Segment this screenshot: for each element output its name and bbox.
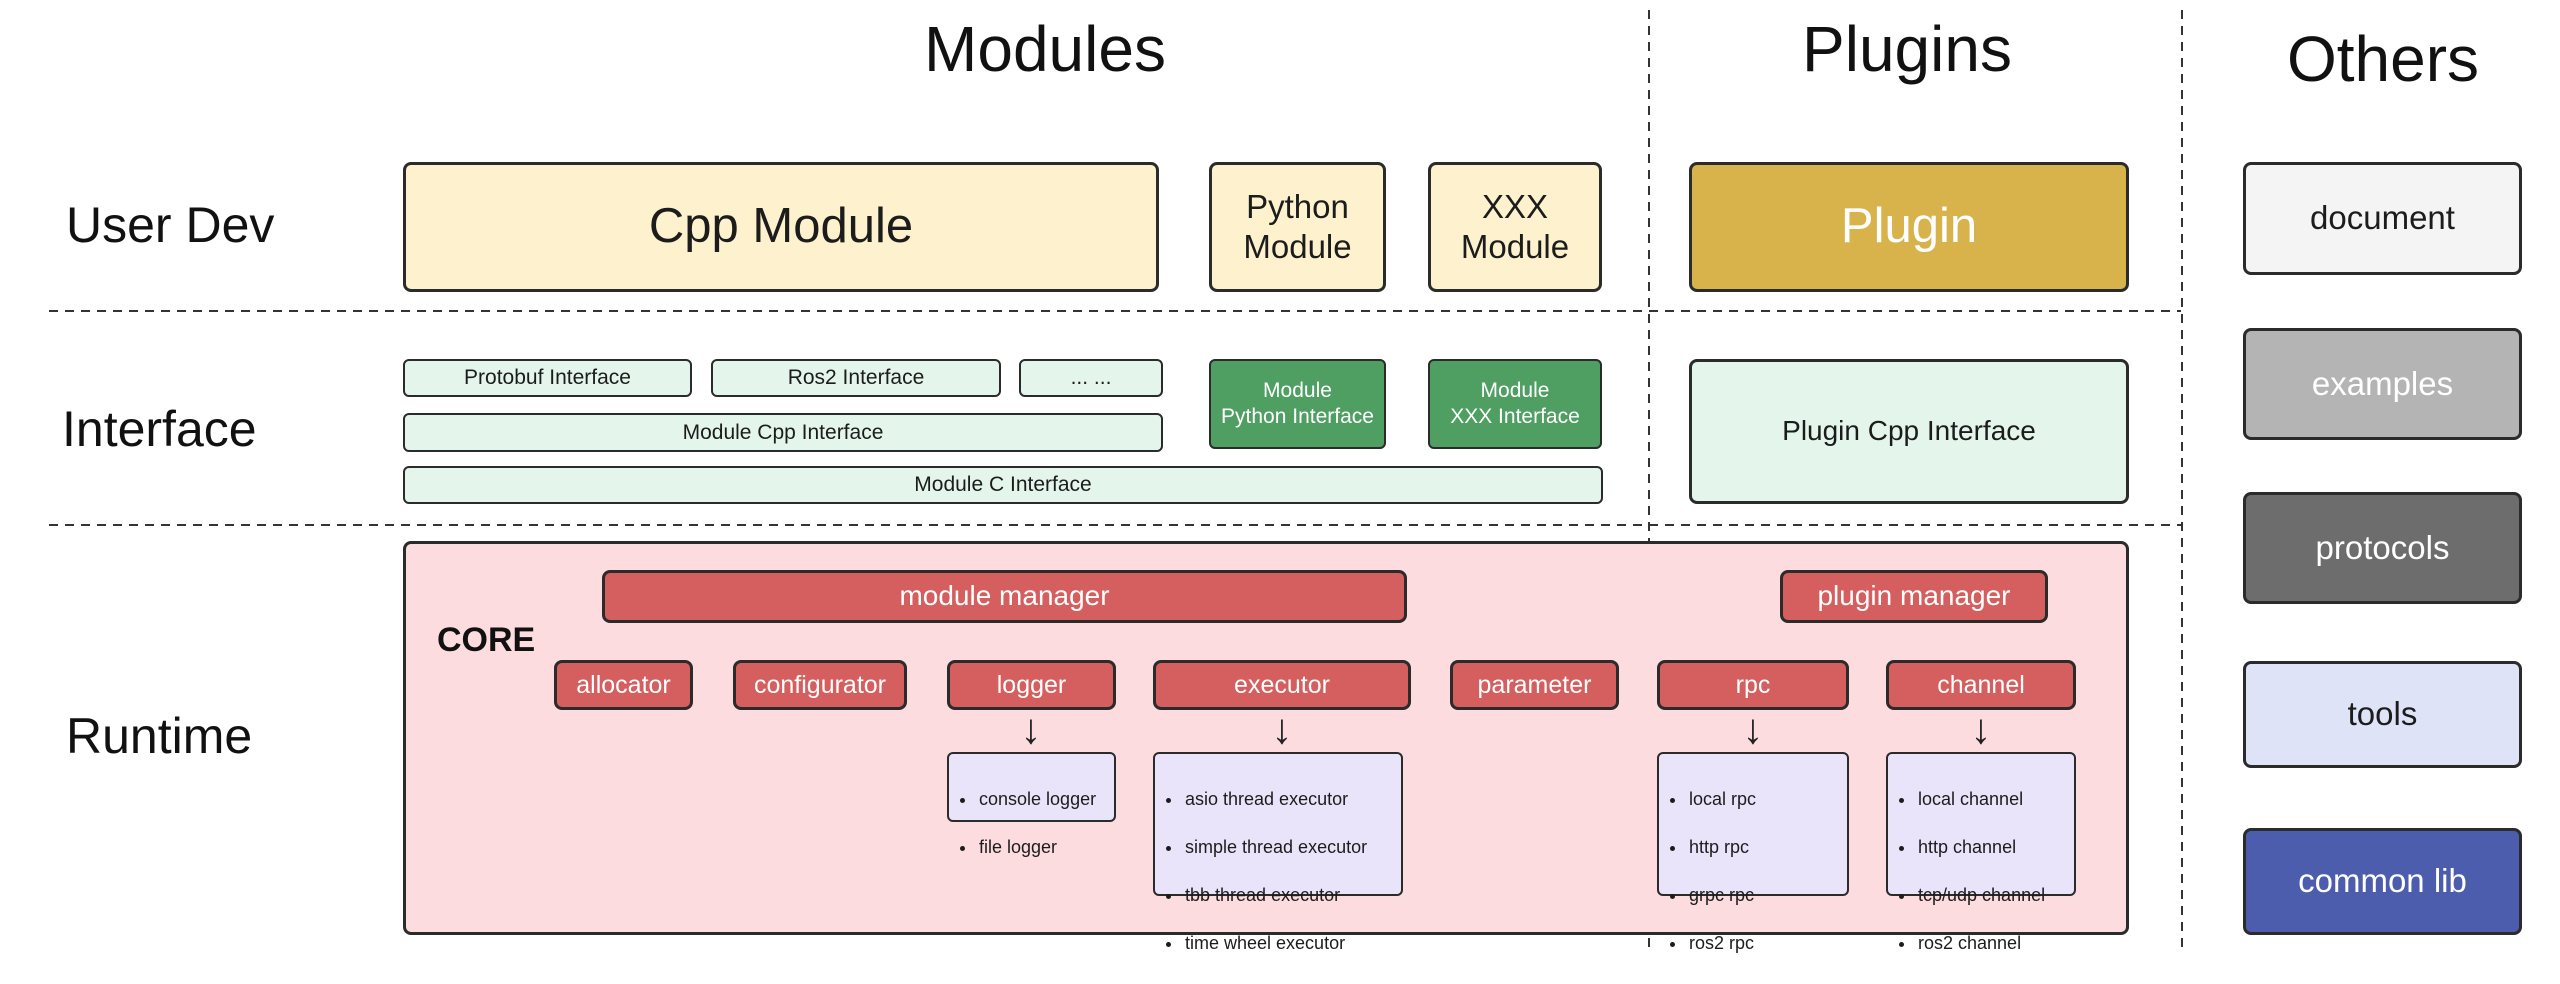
protocols-box: protocols — [2243, 492, 2522, 604]
list-item: ... ... — [1687, 979, 1756, 984]
list-item: http rpc — [1687, 835, 1756, 859]
python-module-box: Python Module — [1209, 162, 1386, 292]
list-item: tbb thread executor — [1183, 883, 1367, 907]
row-label-interface: Interface — [62, 401, 257, 457]
module-cpp-interface-box: Module Cpp Interface — [403, 413, 1163, 452]
executor-impls-list: asio thread executor simple thread execu… — [1153, 752, 1403, 984]
row-label-runtime: Runtime — [66, 708, 253, 764]
list-item: ros2 rpc — [1687, 931, 1756, 955]
parameter-box: parameter — [1450, 660, 1619, 710]
module-xxx-interface-box: Module XXX Interface — [1428, 359, 1602, 449]
executor-box: executor — [1153, 660, 1411, 710]
horizontal-divider-interface-runtime — [49, 524, 2181, 526]
document-box: document — [2243, 162, 2522, 275]
configurator-box: configurator — [733, 660, 907, 710]
list-item: tcp/udp channel — [1916, 883, 2045, 907]
list-item: console logger — [977, 787, 1096, 811]
row-label-user-dev: User Dev — [66, 197, 275, 253]
module-c-interface-box: Module C Interface — [403, 466, 1603, 504]
list-item: grpc rpc — [1687, 883, 1756, 907]
core-label: CORE — [437, 621, 536, 659]
common-lib-box: common lib — [2243, 828, 2522, 935]
list-item: http channel — [1916, 835, 2045, 859]
ros2-interface-box: Ros2 Interface — [711, 359, 1001, 397]
list-item: ... ... — [1916, 979, 2045, 984]
plugin-cpp-interface-box: Plugin Cpp Interface — [1689, 359, 2129, 504]
horizontal-divider-userdev-interface — [49, 310, 2181, 312]
module-python-interface-box: Module Python Interface — [1209, 359, 1386, 449]
vertical-divider-plugins-others — [2181, 10, 2183, 948]
others-header: Others — [2286, 23, 2480, 95]
list-item: ros2 channel — [1916, 931, 2045, 955]
cpp-module-box: Cpp Module — [403, 162, 1159, 292]
rpc-box: rpc — [1657, 660, 1849, 710]
channel-impls-list: local channel http channel tcp/udp chann… — [1886, 752, 2076, 984]
xxx-module-box: XXX Module — [1428, 162, 1602, 292]
list-item: asio thread executor — [1183, 787, 1367, 811]
protobuf-interface-box: Protobuf Interface — [403, 359, 692, 397]
interface-ellipsis-box: ... ... — [1019, 359, 1163, 397]
modules-header: Modules — [924, 13, 1166, 85]
allocator-box: allocator — [554, 660, 693, 710]
logger-impls-list: console logger file logger — [947, 752, 1116, 857]
down-arrow-icon: ↓ — [1970, 705, 1992, 752]
tools-box: tools — [2243, 661, 2522, 768]
down-arrow-icon: ↓ — [1020, 705, 1042, 752]
channel-box: channel — [1886, 660, 2076, 710]
down-arrow-icon: ↓ — [1271, 705, 1293, 752]
module-manager-box: module manager — [602, 570, 1407, 623]
list-item: file logger — [977, 835, 1096, 859]
plugin-manager-box: plugin manager — [1780, 570, 2048, 623]
list-item: local rpc — [1687, 787, 1756, 811]
rpc-impls-list: local rpc http rpc grpc rpc ros2 rpc ...… — [1657, 752, 1849, 984]
logger-box: logger — [947, 660, 1116, 710]
down-arrow-icon: ↓ — [1742, 705, 1764, 752]
plugins-header: Plugins — [1802, 13, 2012, 85]
list-item: local channel — [1916, 787, 2045, 811]
vertical-divider-modules-plugins — [1648, 10, 1650, 948]
examples-box: examples — [2243, 328, 2522, 440]
list-item: ... ... — [1183, 979, 1367, 984]
plugin-box: Plugin — [1689, 162, 2129, 292]
list-item: simple thread executor — [1183, 835, 1367, 859]
list-item: time wheel executor — [1183, 931, 1367, 955]
